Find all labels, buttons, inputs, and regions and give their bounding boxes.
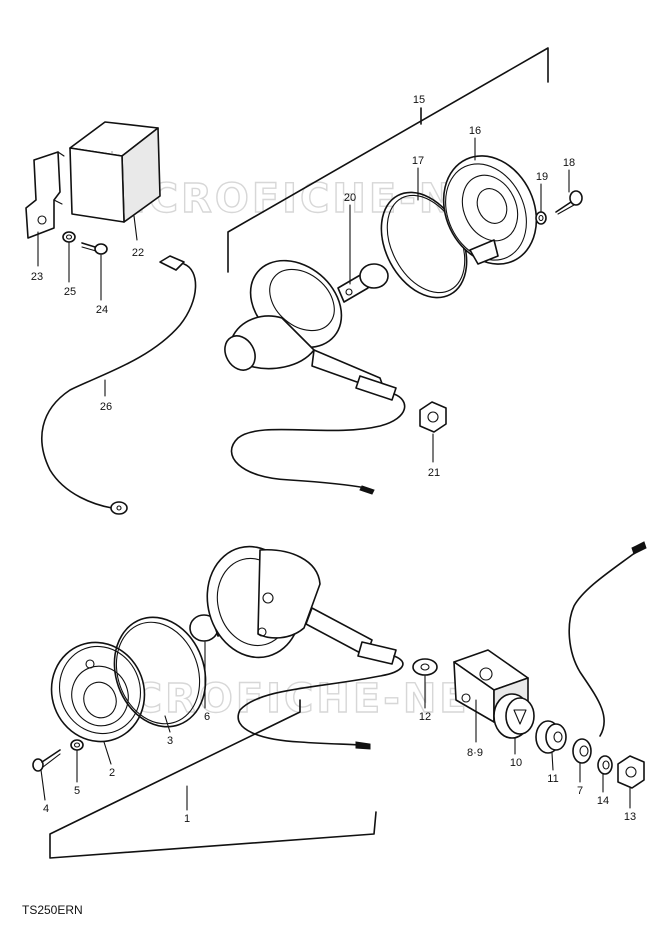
- screw-18: [555, 190, 583, 215]
- label-part-19: 19: [536, 171, 548, 183]
- label-part-8-9: 8·9: [467, 747, 483, 759]
- nut-21: [419, 401, 447, 433]
- label-part-22: 22: [132, 247, 144, 259]
- washer-19: [535, 211, 547, 225]
- lens-gasket-3: [113, 616, 207, 728]
- rubber-bushing-10: [493, 693, 535, 739]
- label-part-4: 4: [43, 803, 49, 815]
- label-part-7: 7: [577, 785, 583, 797]
- bulb-20: [337, 263, 389, 303]
- label-part-12: 12: [419, 711, 431, 723]
- leader-lines: [37, 137, 631, 811]
- label-part-6: 6: [204, 711, 210, 723]
- screw-4: [32, 749, 61, 772]
- label-part-18: 18: [563, 157, 575, 169]
- diagram-code: TS250ERN: [22, 903, 83, 917]
- label-part-10: 10: [510, 757, 522, 769]
- washer-7: [572, 738, 592, 764]
- label-part-23: 23: [31, 271, 43, 283]
- washer-5: [70, 739, 84, 751]
- upper-signal-wire: [230, 393, 406, 489]
- label-part-1: 1: [184, 813, 190, 825]
- turn-signal-relay: [69, 121, 161, 223]
- nut-13: [617, 755, 645, 789]
- lower-signal-wire: [237, 655, 404, 746]
- lower-wire-terminal: [355, 741, 371, 750]
- label-part-24: 24: [96, 304, 108, 316]
- label-part-16: 16: [469, 125, 481, 137]
- label-part-2: 2: [109, 767, 115, 779]
- lens-2: [50, 641, 146, 743]
- label-part-3: 3: [167, 735, 173, 747]
- lens-16: [442, 155, 538, 265]
- label-part-26: 26: [100, 401, 112, 413]
- label-part-17: 17: [412, 155, 424, 167]
- right-wire-terminal: [631, 541, 647, 555]
- washer-12: [412, 658, 438, 676]
- label-part-21: 21: [428, 467, 440, 479]
- assembly-bracket-15: [227, 47, 549, 273]
- upper-wire-terminal: [359, 485, 375, 495]
- upper-signal-housing: [224, 259, 397, 401]
- label-part-5: 5: [74, 785, 80, 797]
- label-part-14: 14: [597, 795, 609, 807]
- relay-bracket: [25, 151, 65, 239]
- assembly-bracket-1: [49, 699, 377, 859]
- label-part-13: 13: [624, 811, 636, 823]
- label-part-11: 11: [547, 773, 558, 785]
- label-part-20: 20: [344, 192, 356, 204]
- ground-wire: [41, 255, 197, 515]
- lock-washer-14: [597, 755, 613, 775]
- collar-11: [535, 720, 567, 754]
- washer-25: [62, 231, 76, 243]
- part-labels: 15 16 17 18 19 20 21 22 23 25 24 26 6 3 …: [31, 94, 636, 825]
- label-part-25: 25: [64, 286, 76, 298]
- lower-signal-housing: [206, 545, 397, 665]
- screw-24: [81, 242, 108, 255]
- label-part-15: 15: [413, 94, 425, 106]
- lower-right-wire: [568, 551, 637, 737]
